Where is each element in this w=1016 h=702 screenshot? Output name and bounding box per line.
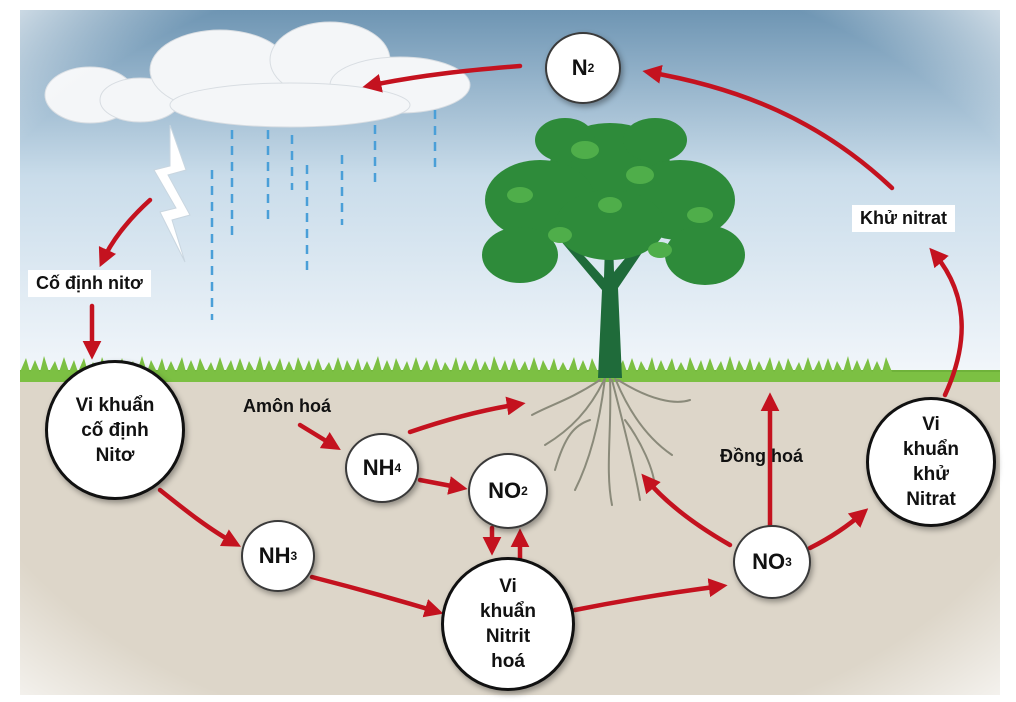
denitrifying-bacteria-line2: khuẩn	[903, 439, 959, 460]
node-no2-sub: 2	[521, 484, 528, 498]
arrow-bacteria-to-nh3	[157, 487, 241, 547]
arrow-denitrifying-bacteria-up	[929, 247, 964, 398]
arrow-lightning-to-fixation	[98, 197, 153, 268]
denitrifying-bacteria-line1: Vi	[922, 414, 940, 435]
nitrifying-bacteria-line1: Vi	[499, 576, 517, 597]
arrow-n2-to-cloud	[362, 63, 523, 93]
arrow-nh4-to-no2	[417, 476, 468, 495]
node-fixing-bacteria: Vi khuẩn cố định Nitơ	[45, 360, 185, 500]
denitrifying-bacteria-line4: Nitrat	[906, 489, 956, 510]
fixing-bacteria-line3: Nitơ	[95, 444, 135, 466]
label-denitrification: Khử nitrat	[852, 205, 956, 232]
label-fixation: Cố định nitơ	[28, 270, 151, 297]
node-no3-base: NO	[752, 549, 786, 574]
node-nh4-base: NH	[362, 455, 395, 480]
label-ammonification: Amôn hoá	[243, 396, 331, 416]
arrow-nh3-to-nitrite-bacteria	[309, 574, 444, 618]
fixing-bacteria-line1: Vi khuẩn	[75, 394, 155, 416]
label-assimilation: Đồng hoá	[720, 446, 803, 466]
node-nh3-sub: 3	[290, 549, 298, 563]
node-nitrifying-bacteria: Vi khuẩn Nitrit hoá	[441, 557, 575, 691]
arrow-no3-to-roots	[641, 473, 733, 548]
arrow-ammonification-to-nh4	[297, 422, 341, 450]
arrow-nitrite-bacteria-to-no3	[572, 578, 728, 613]
denitrifying-bacteria-line3: khử	[913, 464, 949, 485]
arrow-no3-to-denitrifying-bacteria	[807, 508, 869, 551]
arrow-nh4-to-roots	[407, 396, 526, 435]
node-nh3-base: NH	[258, 543, 291, 568]
node-no3-sub: 3	[785, 555, 792, 569]
arrow-denitrification-to-n2	[642, 64, 895, 191]
node-denitrifying-bacteria: Vi khuẩn khử Nitrat	[866, 397, 996, 527]
nitrifying-bacteria-line3: Nitrit	[485, 626, 531, 647]
node-n2-base: N	[571, 55, 588, 80]
nitrifying-bacteria-line4: hoá	[491, 651, 525, 672]
node-no2-base: NO	[488, 478, 522, 503]
node-n2-sub: 2	[587, 61, 595, 75]
nitrifying-bacteria-line2: khuẩn	[480, 601, 536, 622]
node-nh4-sub: 4	[394, 461, 402, 475]
cycle-arrows	[82, 63, 964, 618]
fixing-bacteria-line2: cố định	[81, 419, 149, 441]
